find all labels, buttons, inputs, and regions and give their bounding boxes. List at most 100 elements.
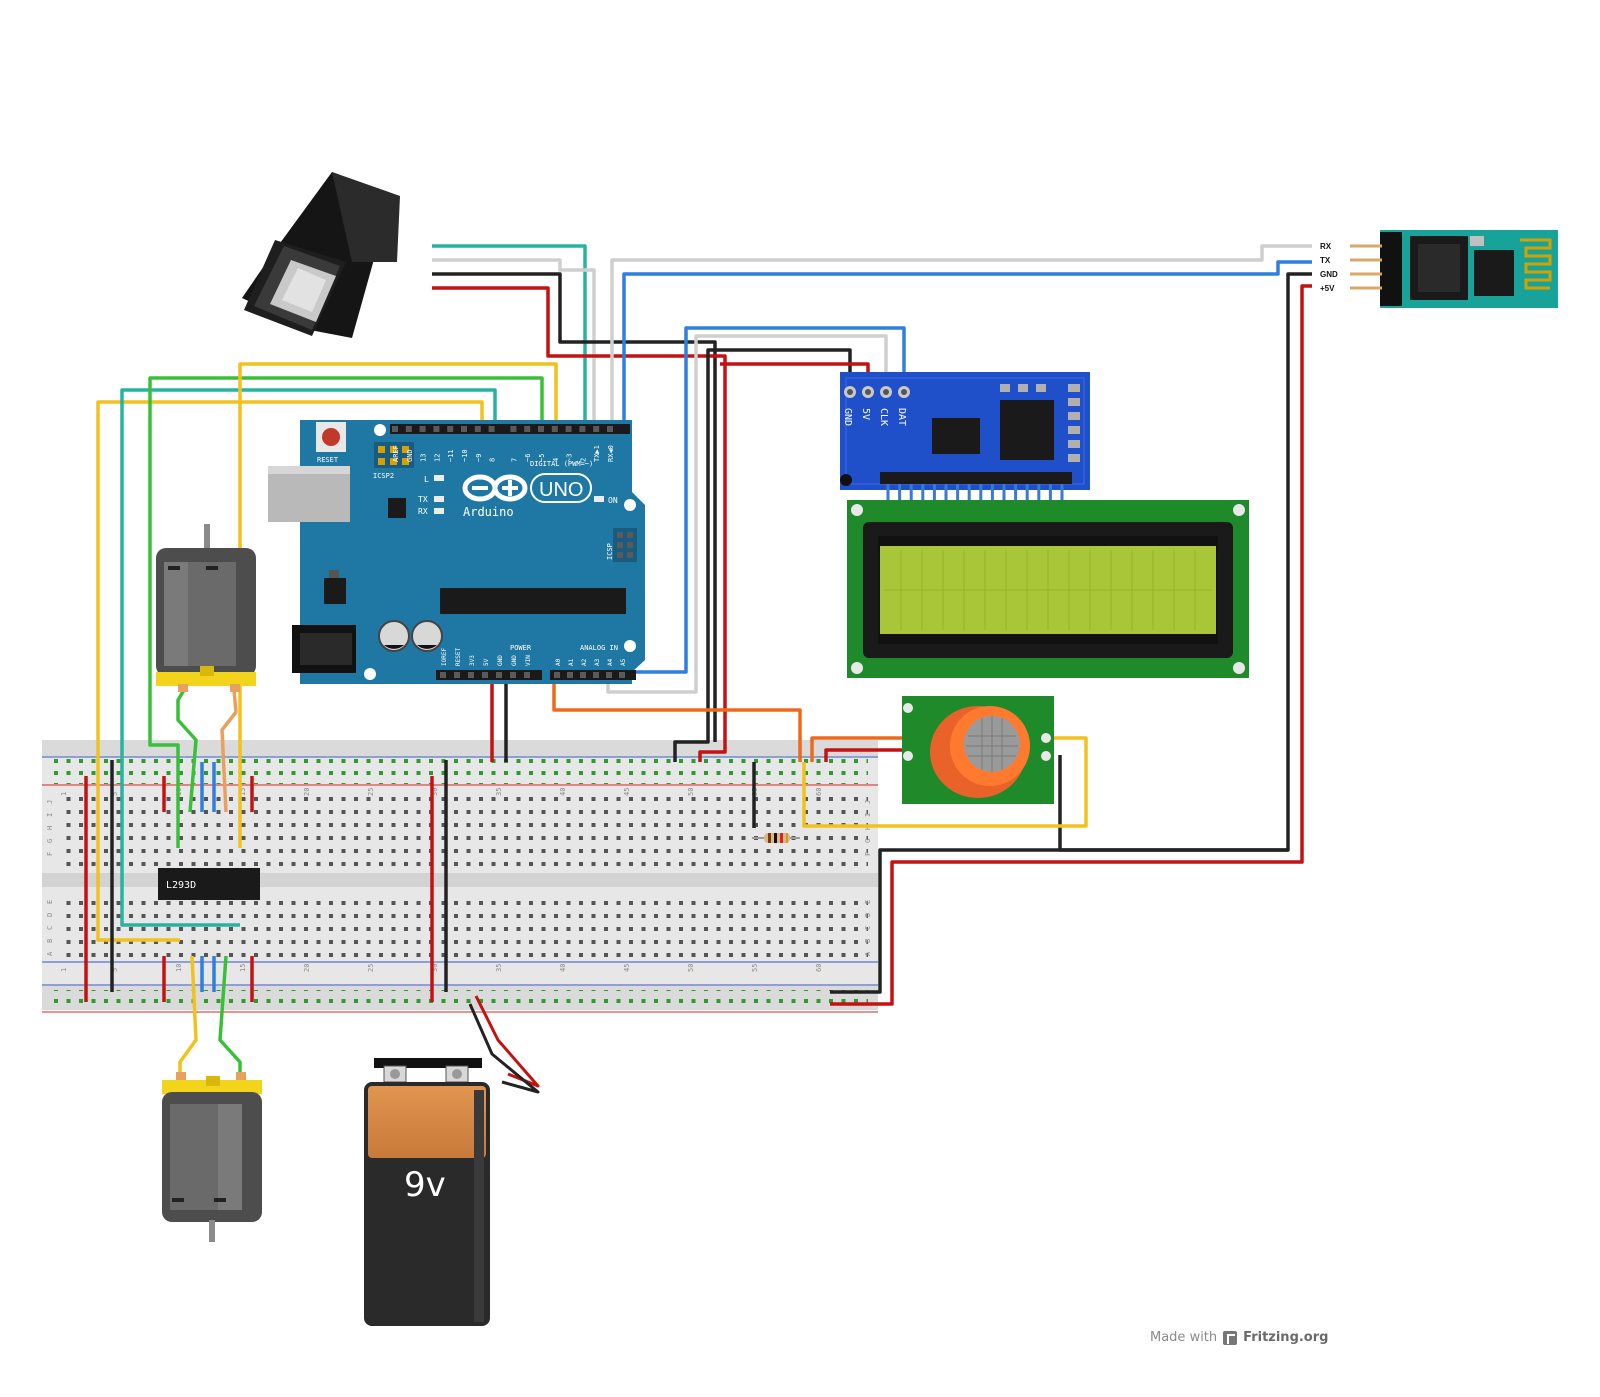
breadboard-row-letter: F — [46, 852, 54, 856]
breadboard-column-number: 25 — [367, 964, 375, 972]
breadboard-column-number: 60 — [815, 964, 823, 972]
digital-pin-label: ~11 — [447, 449, 455, 462]
credit-brand: Fritzing.org — [1243, 1330, 1329, 1345]
wire-gas-red — [824, 748, 906, 762]
i2c-pin-label: DAT — [896, 408, 907, 426]
digital-pin-label: 7 — [510, 458, 518, 462]
wire-i2c-gnd — [673, 348, 852, 762]
breadboard-column-number: 1 — [60, 792, 68, 796]
breadboard-row-letter: J — [864, 800, 872, 804]
breadboard-row-letter: B — [46, 939, 54, 943]
breadboard-row-letter: F — [864, 852, 872, 856]
breadboard-column-number: 25 — [367, 788, 375, 796]
wire-d9-teal — [120, 388, 497, 927]
wire-motor1-green — [176, 689, 198, 813]
icsp2-label: ICSP2 — [373, 472, 394, 480]
breadboard-column-number: 1 — [60, 968, 68, 972]
wire-bt-5v — [830, 284, 1312, 1006]
power-pin-label: GND — [511, 655, 518, 666]
lcd-display — [847, 500, 1249, 678]
digital-pin-label: 8 — [489, 458, 497, 462]
on-led-label: ON — [608, 496, 618, 505]
bluetooth-pin-label: RX — [1320, 242, 1332, 251]
breadboard-column-number: 60 — [815, 788, 823, 796]
uno-logo-text: UNO — [539, 479, 583, 501]
breadboard-column-number: 5 — [111, 968, 119, 972]
wire-motor1-orange — [220, 689, 238, 813]
l293d-chip: L293D — [158, 868, 260, 900]
digital-pin-label: ~3 — [566, 454, 574, 462]
dc-motor-top — [156, 524, 256, 692]
breadboard-column-number: 20 — [303, 788, 311, 796]
analog-pin-label: A0 — [555, 658, 562, 666]
power-pin-label: 5V — [483, 658, 490, 666]
digital-pin-label: ~10 — [461, 449, 469, 462]
bluetooth-module: RX TX GND +5V — [1320, 230, 1558, 308]
bluetooth-pin-label: GND — [1320, 270, 1338, 279]
fritzing-credit: Made with Fritzing.org — [1150, 1330, 1328, 1345]
fritzing-logo-icon — [1223, 1330, 1238, 1345]
l293d-label: L293D — [166, 880, 196, 891]
power-header-label: POWER — [510, 644, 532, 652]
arduino-logo — [462, 474, 528, 502]
wire-bt-gnd-bottom — [830, 848, 1288, 994]
wire-motor2-green — [218, 955, 242, 1076]
wire-battery-black — [468, 1003, 540, 1094]
breadboard-column-number: 55 — [751, 964, 759, 972]
i2c-pin-label: GND — [842, 408, 853, 426]
battery-9v: 9v — [364, 1058, 490, 1326]
breadboard-row-letter: D — [864, 913, 872, 917]
breadboard-row-letter: H — [46, 826, 54, 830]
digital-pin-label: 13 — [420, 454, 428, 462]
breadboard-column-number: 40 — [559, 964, 567, 972]
breadboard-column-number: 35 — [495, 788, 503, 796]
icsp-label: ICSP — [606, 543, 614, 560]
wire-bt-rx — [610, 244, 1312, 432]
power-pin-label: 3V3 — [469, 655, 476, 666]
power-pin-label: VIN — [525, 655, 532, 666]
wire-i2c-clk — [606, 334, 888, 694]
bluetooth-pin-labels: RX TX GND +5V — [1320, 242, 1338, 293]
arduino-brand: Arduino — [463, 505, 514, 519]
reset-label: RESET — [317, 456, 339, 464]
breadboard-column-number: 35 — [495, 964, 503, 972]
wire-motor2-yellow — [178, 955, 198, 1076]
i2c-pin-label: CLK — [878, 408, 889, 426]
rx-led-label: RX — [418, 507, 428, 516]
breadboard-row-letter: C — [46, 926, 54, 930]
breadboard-row-letter: G — [864, 839, 872, 843]
resistor — [752, 833, 800, 843]
wire-i2c-dat — [620, 326, 906, 674]
wire-fp-white — [432, 258, 596, 432]
bluetooth-pin-label: +5V — [1320, 284, 1335, 293]
breadboard-row-letter: B — [864, 939, 872, 943]
breadboard-column-number: 15 — [239, 788, 247, 796]
breadboard-row-letter: I — [864, 813, 872, 817]
digital-pin-label: AREF — [392, 445, 400, 462]
wire-fp-green — [432, 244, 587, 432]
digital-pin-label: 4 — [552, 458, 560, 462]
digital-pin-label: 2 — [579, 458, 587, 462]
breadboard-column-number: 20 — [303, 964, 311, 972]
digital-pin-label: GND — [406, 449, 414, 462]
breadboard-row-letter: G — [46, 839, 54, 843]
analog-pin-label: A1 — [568, 658, 575, 666]
reset-button[interactable] — [322, 428, 340, 446]
digital-pin-label: RX◀0 — [607, 445, 615, 462]
digital-pin-label: ~9 — [475, 454, 483, 462]
dc-motor-bottom — [162, 1072, 262, 1242]
tx-led-label: TX — [418, 495, 428, 504]
breadboard-column-number: 40 — [559, 788, 567, 796]
bluetooth-pin-label: TX — [1320, 256, 1331, 265]
analog-pin-label: A4 — [607, 658, 614, 666]
wire-gas-yellow — [802, 736, 1088, 828]
credit-prefix: Made with — [1150, 1330, 1218, 1345]
analog-pin-label: A5 — [620, 658, 627, 666]
breadboard-column-number: 30 — [431, 964, 439, 972]
breadboard-row-letter: A — [864, 951, 872, 956]
analog-header-label: ANALOG IN — [580, 644, 618, 652]
